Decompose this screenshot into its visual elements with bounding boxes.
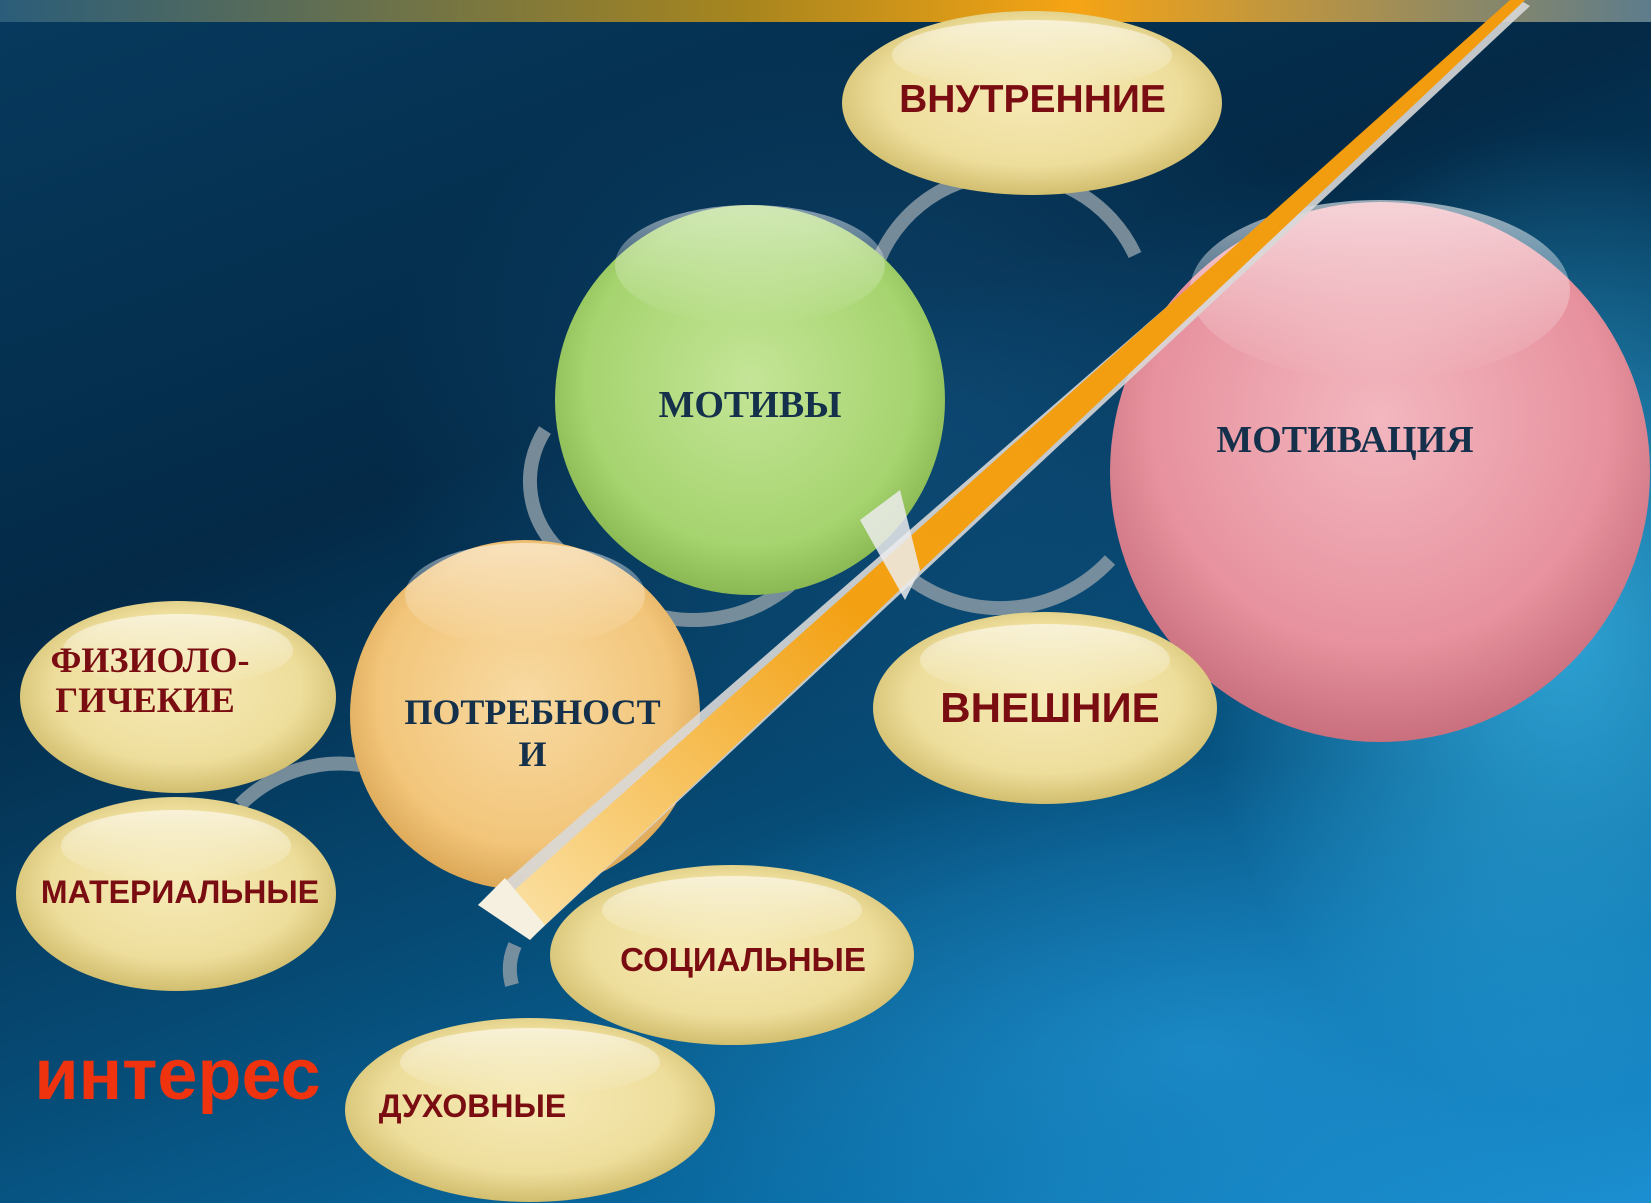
motives-circle <box>555 205 945 595</box>
interest-label: интерес <box>34 1034 321 1115</box>
physiological-label-line2: ГИЧЕКИЕ <box>55 679 235 720</box>
external-label: ВНЕШНИЕ <box>940 683 1160 731</box>
ring-left-arc <box>522 426 570 561</box>
needs-label: ПОТРЕБНОСТ И <box>404 691 661 774</box>
diagonal-arrow <box>478 0 1530 940</box>
physiological-ellipse <box>20 601 336 793</box>
physiological-label-line1: ФИЗИОЛО- <box>50 639 250 680</box>
motives-label: МОТИВЫ <box>658 383 842 426</box>
material-label: МАТЕРИАЛЬНЫЕ <box>40 874 320 911</box>
spiritual-ellipse <box>345 1018 715 1202</box>
top-accent-bar <box>0 0 1651 22</box>
ring-physio-arc <box>235 756 362 810</box>
motivation-circle <box>1110 200 1650 742</box>
ring-bottom-arc <box>895 555 1116 616</box>
social-ellipse <box>550 865 914 1045</box>
motivation-label: МОТИВАЦИЯ <box>1216 418 1474 461</box>
internal-label: ВНУТРЕННИЕ <box>899 77 1166 121</box>
material-ellipse <box>16 797 336 991</box>
spiritual-label: ДУХОВНЫЕ <box>378 1088 567 1125</box>
social-label: СОЦИАЛЬНЫЕ <box>620 940 866 978</box>
internal-ellipse <box>842 11 1222 195</box>
ring-social-arc <box>502 942 522 987</box>
external-ellipse <box>873 612 1217 804</box>
